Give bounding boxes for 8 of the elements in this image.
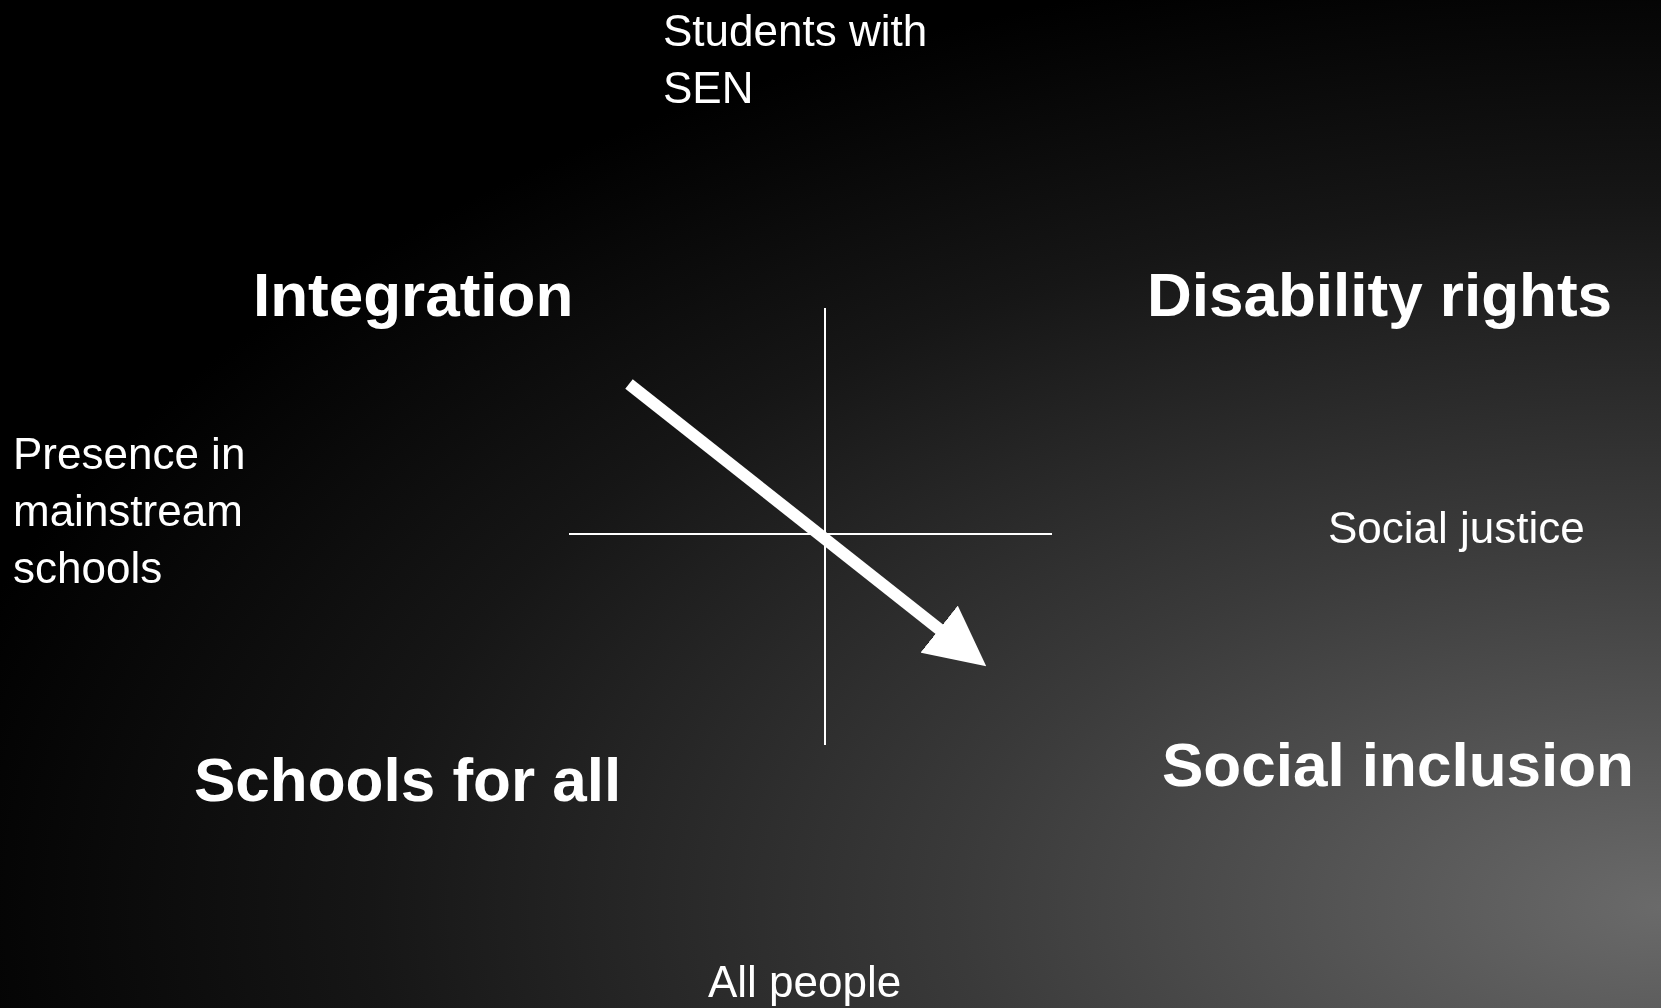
quadrant-heading: Integration xyxy=(253,259,574,331)
axis-label: All people xyxy=(708,956,902,1008)
quadrant-heading: Disability rights xyxy=(1147,259,1613,331)
axis-label: Presence in mainstream schools xyxy=(13,428,247,595)
quadrant-heading: Social inclusion xyxy=(1162,729,1634,801)
axis-label: Students with SEN xyxy=(663,5,929,115)
quadrant-heading: Schools for all xyxy=(194,744,622,816)
axis-label: Social justice xyxy=(1328,502,1585,554)
